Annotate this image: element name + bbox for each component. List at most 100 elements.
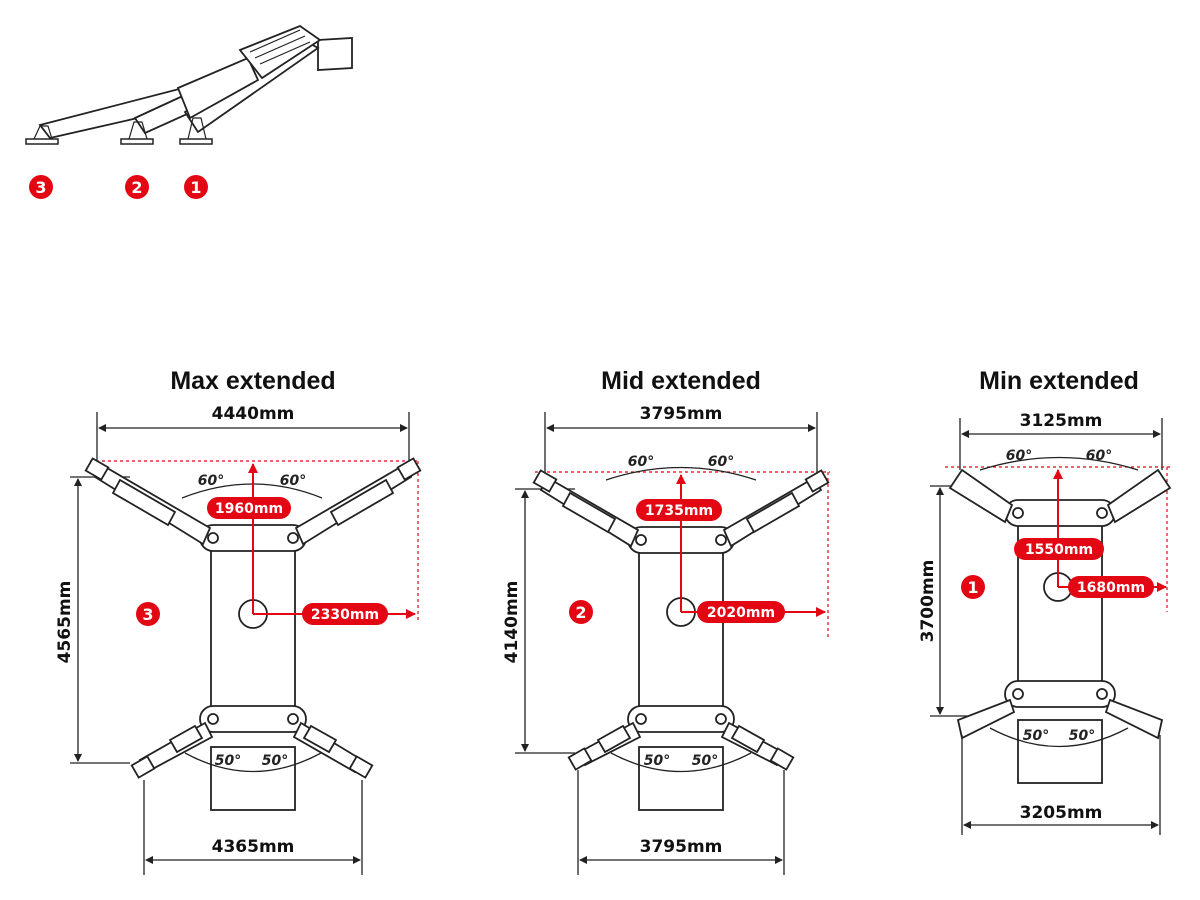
bottom-left-pivot [207, 713, 219, 725]
red-vertical-badge: 1735mm [636, 499, 722, 521]
marker-badge-1: 1 [184, 175, 208, 199]
bottom-right-arm-sleeve [730, 724, 766, 754]
svg-text:1: 1 [967, 578, 978, 597]
top-angle-left: 60° [198, 473, 224, 489]
bottom-left-pivot [1012, 688, 1024, 700]
bottom-crossbar [1004, 680, 1116, 708]
top-left-pad [84, 457, 110, 481]
top-right-arm-sleeve [329, 478, 395, 527]
red-vertical-badge: 1550mm [1014, 538, 1104, 560]
side-view: 3 2 1 [25, 24, 353, 199]
drive-unit [210, 746, 296, 811]
top-width-label: 3125mm [1020, 411, 1103, 431]
top-angle-right: 60° [280, 473, 306, 489]
bottom-angle-right: 50° [692, 753, 718, 769]
bottom-left-arm [956, 698, 1016, 740]
side-view-pad-stem-3 [33, 125, 53, 140]
height-label: 4140mm [502, 581, 522, 664]
svg-text:3: 3 [142, 605, 153, 624]
view-marker-badge: 3 [136, 602, 160, 626]
drive-unit [638, 746, 724, 811]
top-angle-right: 60° [708, 454, 734, 470]
side-view-pad-3 [25, 138, 59, 145]
bottom-angle-right: 50° [1069, 728, 1095, 744]
bottom-right-pad [769, 747, 795, 771]
svg-text:1960mm: 1960mm [215, 501, 283, 517]
svg-text:2: 2 [575, 603, 586, 622]
top-angle-left: 60° [1006, 448, 1032, 464]
side-view-pad-2 [120, 138, 154, 145]
bottom-crossbar [199, 705, 307, 733]
view-title: Mid extended [601, 367, 761, 395]
height-label: 4565mm [55, 581, 75, 664]
side-view-pad-stem-1 [187, 117, 207, 140]
view-mid-extended: Mid extended 3795mm 4140mm 60° 60° [502, 367, 830, 875]
svg-text:1735mm: 1735mm [645, 503, 713, 519]
view-title: Min extended [979, 367, 1139, 395]
top-right-pad [804, 469, 830, 493]
bottom-right-pivot [287, 713, 299, 725]
bottom-angle-arc [610, 752, 752, 773]
bottom-crossbar [627, 705, 735, 733]
bottom-width-label: 3205mm [1020, 803, 1103, 823]
bottom-angle-left: 50° [644, 753, 670, 769]
top-width-extension-lines [544, 412, 818, 480]
height-label: 3700mm [918, 560, 938, 643]
top-width-label: 4440mm [212, 404, 295, 424]
bottom-width-label: 4365mm [212, 837, 295, 857]
bottom-right-pad [348, 755, 374, 779]
red-vertical-badge: 1960mm [207, 497, 291, 519]
red-horizontal-badge: 2020mm [697, 601, 785, 623]
view-max-extended: Max extended 4440mm 4565mm [55, 367, 422, 875]
bottom-angle-left: 50° [215, 753, 241, 769]
top-angle-right: 60° [1086, 448, 1112, 464]
side-view-joint-block [176, 56, 260, 120]
bottom-left-pivot [635, 713, 647, 725]
bottom-width-extension-lines [961, 735, 1161, 835]
side-view-column [317, 37, 353, 71]
view-marker-badge: 2 [569, 600, 593, 624]
svg-text:1550mm: 1550mm [1025, 542, 1093, 558]
top-left-pad [532, 469, 558, 493]
top-left-arm [948, 468, 1014, 524]
bottom-width-extension-lines [143, 780, 363, 875]
red-horizontal-badge: 2330mm [302, 603, 388, 625]
top-angle-arc [605, 466, 757, 481]
side-view-pad-stem-2 [128, 121, 148, 140]
top-angle-arc [979, 456, 1139, 471]
bottom-angle-arc [184, 752, 322, 773]
svg-text:2330mm: 2330mm [311, 607, 379, 623]
height-extension-lines [70, 476, 130, 764]
height-extension-lines [930, 485, 985, 717]
bottom-left-pad [567, 747, 593, 771]
top-right-pivot [287, 532, 299, 544]
bottom-width-label: 3795mm [640, 837, 723, 857]
top-left-arm-sleeve [561, 491, 617, 534]
side-view-hinge-lines [249, 29, 311, 65]
top-right-arm-sleeve [745, 491, 801, 534]
top-right-pad [396, 457, 422, 481]
drive-unit [1017, 719, 1103, 784]
bottom-angle-right: 50° [262, 753, 288, 769]
svg-text:2: 2 [131, 178, 142, 197]
top-width-extension-lines [959, 418, 1163, 470]
svg-text:3: 3 [35, 178, 46, 197]
view-min-extended: Min extended 3125mm 3700mm 60° 60° 50° 5… [918, 367, 1172, 835]
view-marker-badge: 1 [961, 575, 985, 599]
side-view-pad-1 [179, 138, 213, 145]
top-angle-left: 60° [628, 454, 654, 470]
marker-badge-2: 2 [125, 175, 149, 199]
bottom-left-arm-sleeve [596, 724, 632, 754]
top-right-pivot [715, 534, 727, 546]
bottom-right-arm [1104, 698, 1164, 740]
top-left-arm-sleeve [111, 478, 177, 527]
top-left-pivot [1012, 507, 1024, 519]
svg-text:1680mm: 1680mm [1077, 580, 1145, 596]
view-title: Max extended [170, 367, 335, 395]
bottom-right-pivot [715, 713, 727, 725]
red-horizontal-badge: 1680mm [1068, 576, 1154, 598]
bottom-width-extension-lines [577, 770, 785, 875]
side-view-upper-block [238, 24, 322, 80]
bottom-left-pad [130, 755, 156, 779]
